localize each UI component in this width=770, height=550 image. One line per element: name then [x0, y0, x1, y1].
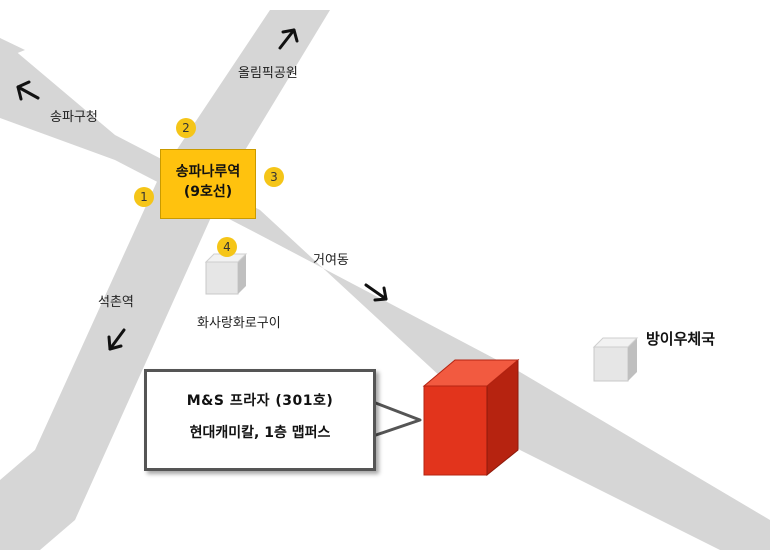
label-restaurant: 화사랑화로구이 [197, 316, 281, 331]
exit-3-marker: 3 [264, 167, 284, 187]
post-office-building-icon [592, 337, 639, 382]
label-olympic-park: 올림픽공원 [238, 66, 298, 81]
label-geoyeo-dong: 거여동 [313, 253, 349, 268]
road-edge-left [0, 38, 25, 60]
destination-callout: M&S 프라자 (301호) 현대캐미칼, 1층 맵퍼스 [144, 369, 376, 471]
arrow-songpa-gu-office-icon [16, 80, 40, 101]
restaurant-building-icon [204, 253, 248, 295]
destination-building-icon [422, 358, 520, 477]
destination-tenants: 현대캐미칼, 1층 맵퍼스 [189, 425, 331, 441]
exit-2-marker: 2 [176, 118, 196, 138]
exit-4-marker: 4 [217, 237, 237, 257]
arrow-olympic-park-icon [278, 28, 299, 50]
label-seokchon-station: 석촌역 [98, 295, 134, 310]
arrow-seokchon-icon [107, 328, 126, 351]
road-seokchon-to-olympic [0, 10, 330, 550]
label-songpa-gu-office: 송파구청 [50, 110, 98, 125]
station-box: 송파나루역 (9호선) [160, 149, 256, 219]
station-line: (9호선) [183, 184, 233, 200]
road-songpa-to-geoyeo [0, 38, 770, 550]
callout-pointer [371, 400, 422, 438]
destination-building-name: M&S 프라자 (301호) [186, 393, 334, 409]
label-post-office: 방이우체국 [646, 330, 716, 348]
arrow-geoyeo-dong-icon [364, 283, 388, 302]
exit-1-marker: 1 [134, 187, 154, 207]
station-name: 송파나루역 [175, 164, 241, 180]
